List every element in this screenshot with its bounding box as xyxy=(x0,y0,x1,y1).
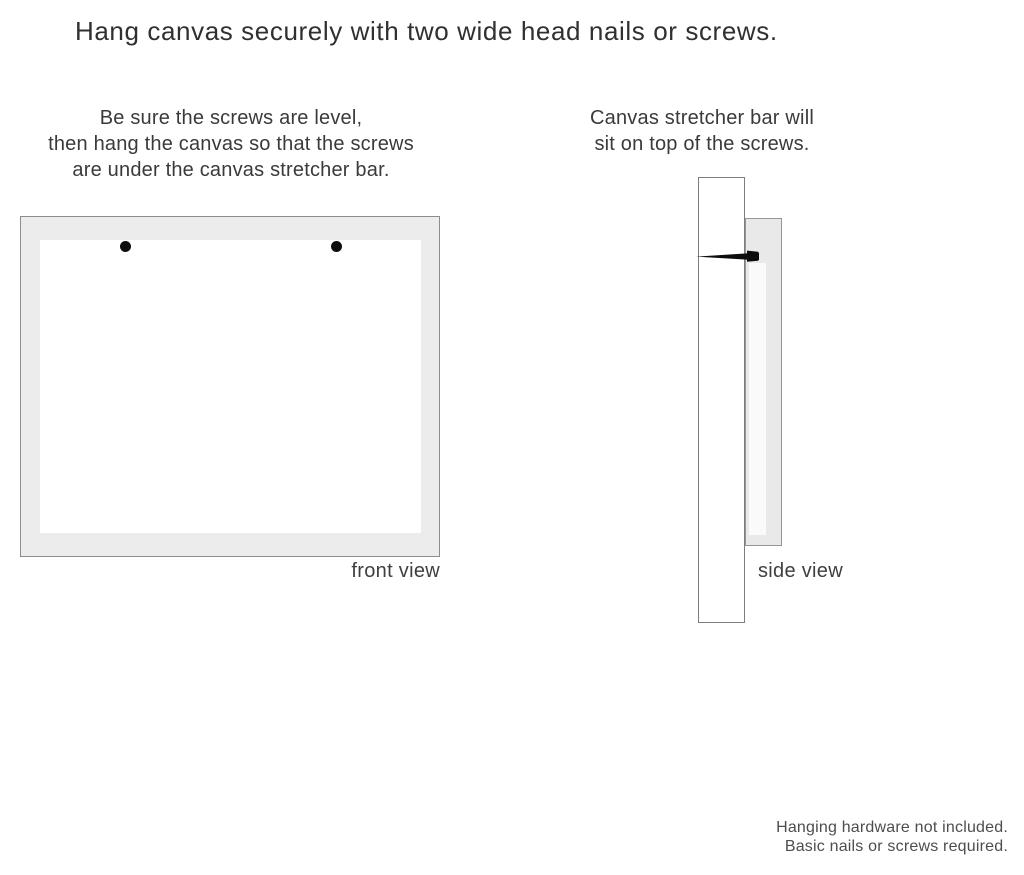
front-view-label: front view xyxy=(351,560,440,582)
canvas-side-inner-face xyxy=(749,263,766,535)
nail-icon xyxy=(694,247,766,265)
side-view-label: side view xyxy=(758,560,843,582)
screw-head-dot-left-icon xyxy=(120,241,131,252)
canvas-front-face xyxy=(40,240,421,533)
hardware-disclaimer: Hanging hardware not included. Basic nai… xyxy=(776,819,1008,855)
stretcher-bar-side-profile xyxy=(698,177,745,623)
side-view-instruction: Canvas stretcher bar will sit on top of … xyxy=(590,107,814,155)
page-title: Hang canvas securely with two wide head … xyxy=(75,16,778,46)
front-view-instruction: Be sure the screws are level, then hang … xyxy=(48,107,414,181)
screw-head-dot-right-icon xyxy=(331,241,342,252)
front-view-diagram xyxy=(20,216,440,557)
canvas-side-profile xyxy=(745,218,782,546)
